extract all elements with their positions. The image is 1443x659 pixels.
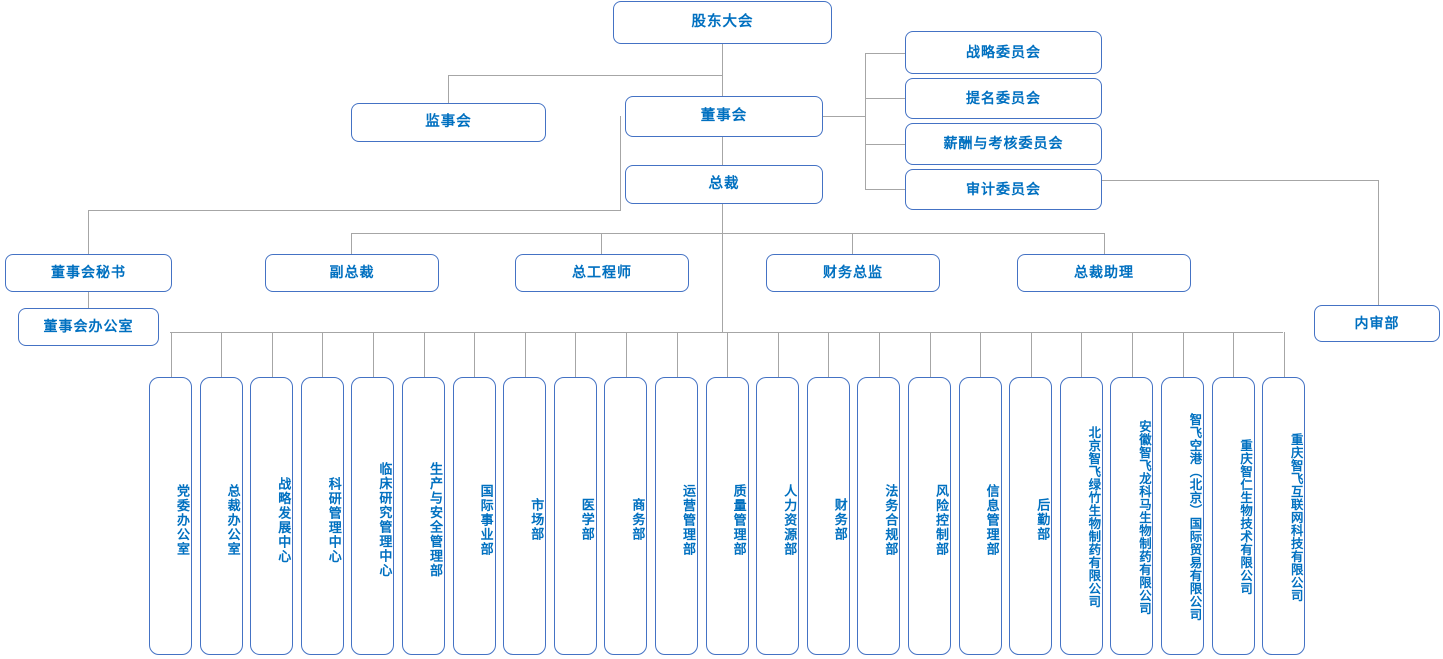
node-department-22[interactable]: 重庆智仁生物技术有限公司 xyxy=(1211,377,1255,655)
connector-department-13 xyxy=(777,332,779,377)
connector-department-5 xyxy=(372,332,374,377)
connector-department-16 xyxy=(929,332,931,377)
node-department-23[interactable]: 重庆智飞互联网科技有限公司 xyxy=(1262,377,1306,655)
connector-department-8 xyxy=(524,332,526,377)
connector-executive-bus xyxy=(351,233,1105,234)
connector-board-to-committee-bus xyxy=(823,116,865,117)
connector-department-15 xyxy=(878,332,880,377)
connector-department-23 xyxy=(1283,332,1285,377)
connector-supervisory-down xyxy=(448,75,449,103)
connector-secretary-to-office xyxy=(88,291,89,308)
node-department-7[interactable]: 国际事业部 xyxy=(452,377,496,655)
connector-department-7 xyxy=(474,332,476,377)
node-department-3[interactable]: 战略发展中心 xyxy=(250,377,294,655)
connector-board-secretary-bus xyxy=(88,210,621,211)
connector-department-3 xyxy=(271,332,273,377)
connector-committee-4 xyxy=(865,189,907,190)
node-committee-remuneration[interactable]: 薪酬与考核委员会 xyxy=(905,123,1102,165)
connector-department-11 xyxy=(676,332,678,377)
node-president[interactable]: 总裁 xyxy=(625,165,823,204)
node-cfo[interactable]: 财务总监 xyxy=(766,254,940,292)
connector-department-14 xyxy=(828,332,830,377)
node-department-15[interactable]: 法务合规部 xyxy=(857,377,901,655)
connector-exec-cfo xyxy=(852,233,853,254)
connector-exec-assistant xyxy=(1104,233,1105,254)
connector-internal-audit-down xyxy=(1378,180,1379,305)
connector-department-20 xyxy=(1131,332,1133,377)
node-committee-strategy[interactable]: 战略委员会 xyxy=(905,31,1102,74)
node-committee-audit[interactable]: 审计委员会 xyxy=(905,169,1102,210)
connector-department-9 xyxy=(575,332,577,377)
connector-audit-to-internal-audit xyxy=(1100,180,1378,181)
connector-committee-3 xyxy=(865,144,907,145)
connector-board-secretary-down xyxy=(88,210,89,254)
node-department-19[interactable]: 北京智飞绿竹生物制药有限公司 xyxy=(1059,377,1103,655)
connector-department-18 xyxy=(1030,332,1032,377)
node-department-10[interactable]: 商务部 xyxy=(604,377,648,655)
connector-shareholders-down xyxy=(722,44,723,75)
node-board-secretary[interactable]: 董事会秘书 xyxy=(5,254,172,292)
node-department-1[interactable]: 党委办公室 xyxy=(149,377,192,655)
node-department-9[interactable]: 医学部 xyxy=(553,377,597,655)
connector-department-1 xyxy=(170,332,172,377)
connector-exec-chief-engineer xyxy=(601,233,602,254)
node-department-4[interactable]: 科研管理中心 xyxy=(300,377,344,655)
node-department-16[interactable]: 风险控制部 xyxy=(908,377,951,655)
connector-board-left-stem xyxy=(620,116,621,210)
node-department-2[interactable]: 总裁办公室 xyxy=(199,377,243,655)
connector-committee-1 xyxy=(865,53,907,54)
node-department-8[interactable]: 市场部 xyxy=(503,377,547,655)
connector-department-2 xyxy=(221,332,223,377)
node-chief-engineer[interactable]: 总工程师 xyxy=(515,254,689,292)
node-department-5[interactable]: 临床研究管理中心 xyxy=(351,377,395,655)
connector-exec-vp xyxy=(351,233,352,254)
node-board-office[interactable]: 董事会办公室 xyxy=(18,308,159,346)
node-committee-nomination[interactable]: 提名委员会 xyxy=(905,78,1102,119)
node-shareholders-meeting[interactable]: 股东大会 xyxy=(613,1,832,44)
node-department-20[interactable]: 安徽智飞龙科马生物制药有限公司 xyxy=(1110,377,1154,655)
node-vice-president[interactable]: 副总裁 xyxy=(265,254,439,292)
node-department-6[interactable]: 生产与安全管理部 xyxy=(402,377,445,655)
connector-president-down xyxy=(722,204,723,233)
node-department-18[interactable]: 后勤部 xyxy=(1009,377,1053,655)
node-department-21[interactable]: 智飞空港（北京）国际贸易有限公司 xyxy=(1161,377,1204,655)
connector-committee-2 xyxy=(865,98,907,99)
connector-department-10 xyxy=(625,332,627,377)
connector-department-12 xyxy=(727,332,729,377)
connector-department-bus xyxy=(170,332,1283,333)
connector-department-6 xyxy=(423,332,425,377)
node-department-11[interactable]: 运营管理部 xyxy=(655,377,698,655)
node-department-14[interactable]: 财务部 xyxy=(806,377,850,655)
connector-president-to-dept-stem xyxy=(722,233,723,332)
node-department-13[interactable]: 人力资源部 xyxy=(756,377,800,655)
connector-department-4 xyxy=(322,332,324,377)
connector-department-19 xyxy=(1081,332,1083,377)
connector-supervisory-bus xyxy=(448,75,723,76)
node-board-of-directors[interactable]: 董事会 xyxy=(625,96,823,137)
node-supervisory-board[interactable]: 监事会 xyxy=(351,103,546,142)
node-internal-audit[interactable]: 内审部 xyxy=(1314,305,1440,342)
connector-department-17 xyxy=(980,332,982,377)
connector-board-to-president xyxy=(722,137,723,165)
node-department-17[interactable]: 信息管理部 xyxy=(958,377,1002,655)
node-department-12[interactable]: 质量管理部 xyxy=(705,377,749,655)
connector-shareholders-to-board xyxy=(722,75,723,103)
connector-department-21 xyxy=(1182,332,1184,377)
connector-committee-bus xyxy=(865,53,866,189)
node-president-assistant[interactable]: 总裁助理 xyxy=(1017,254,1191,292)
connector-department-22 xyxy=(1233,332,1235,377)
